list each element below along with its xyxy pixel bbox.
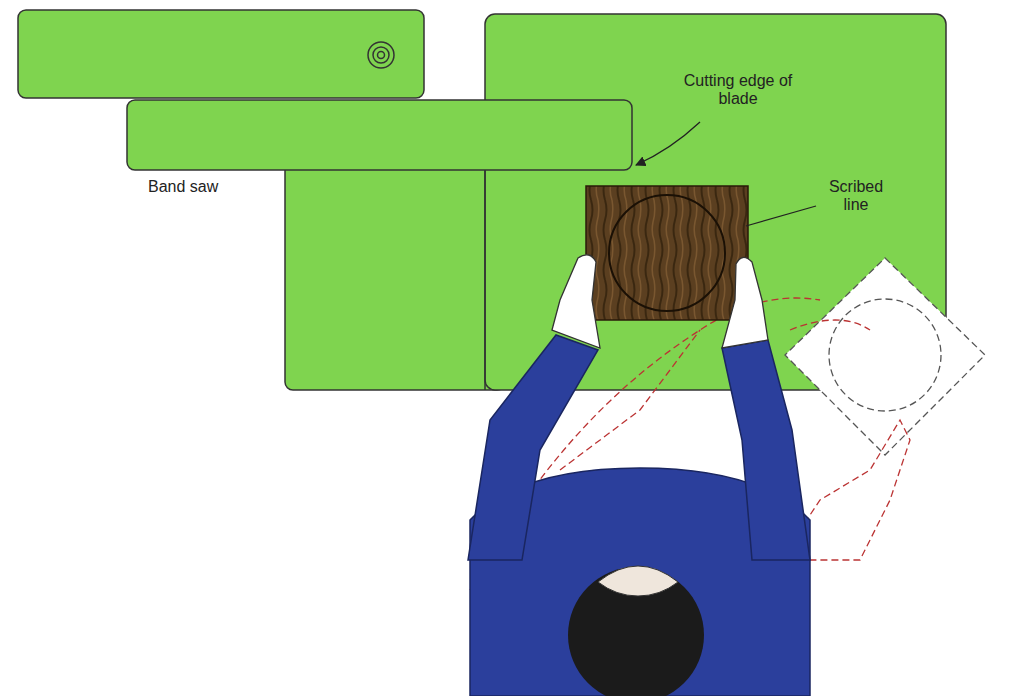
operator-arm xyxy=(468,335,598,560)
scribed-circle xyxy=(609,195,725,311)
wheel-hub xyxy=(373,47,389,63)
saw-table-left xyxy=(285,150,505,390)
operator-hand xyxy=(552,255,600,348)
operator-hand xyxy=(722,257,768,348)
callout-label: Cutting edge of blade xyxy=(668,72,808,109)
operator-face xyxy=(598,566,678,596)
rotated-work-outline xyxy=(785,258,985,455)
table-slot xyxy=(484,170,486,390)
wood-block xyxy=(586,186,748,320)
operator-head xyxy=(568,567,704,696)
leader-line xyxy=(746,206,816,226)
part-label: Band saw xyxy=(148,178,268,196)
blade-guide-arm xyxy=(127,100,632,170)
wheel-hub xyxy=(378,52,385,59)
upper-arm xyxy=(18,10,424,98)
leader-line xyxy=(636,122,700,165)
wheel-hub xyxy=(368,42,394,68)
operator-arm xyxy=(722,340,810,560)
rotated-circle-outline xyxy=(829,299,941,411)
callout-label: Scribed line xyxy=(818,178,894,215)
